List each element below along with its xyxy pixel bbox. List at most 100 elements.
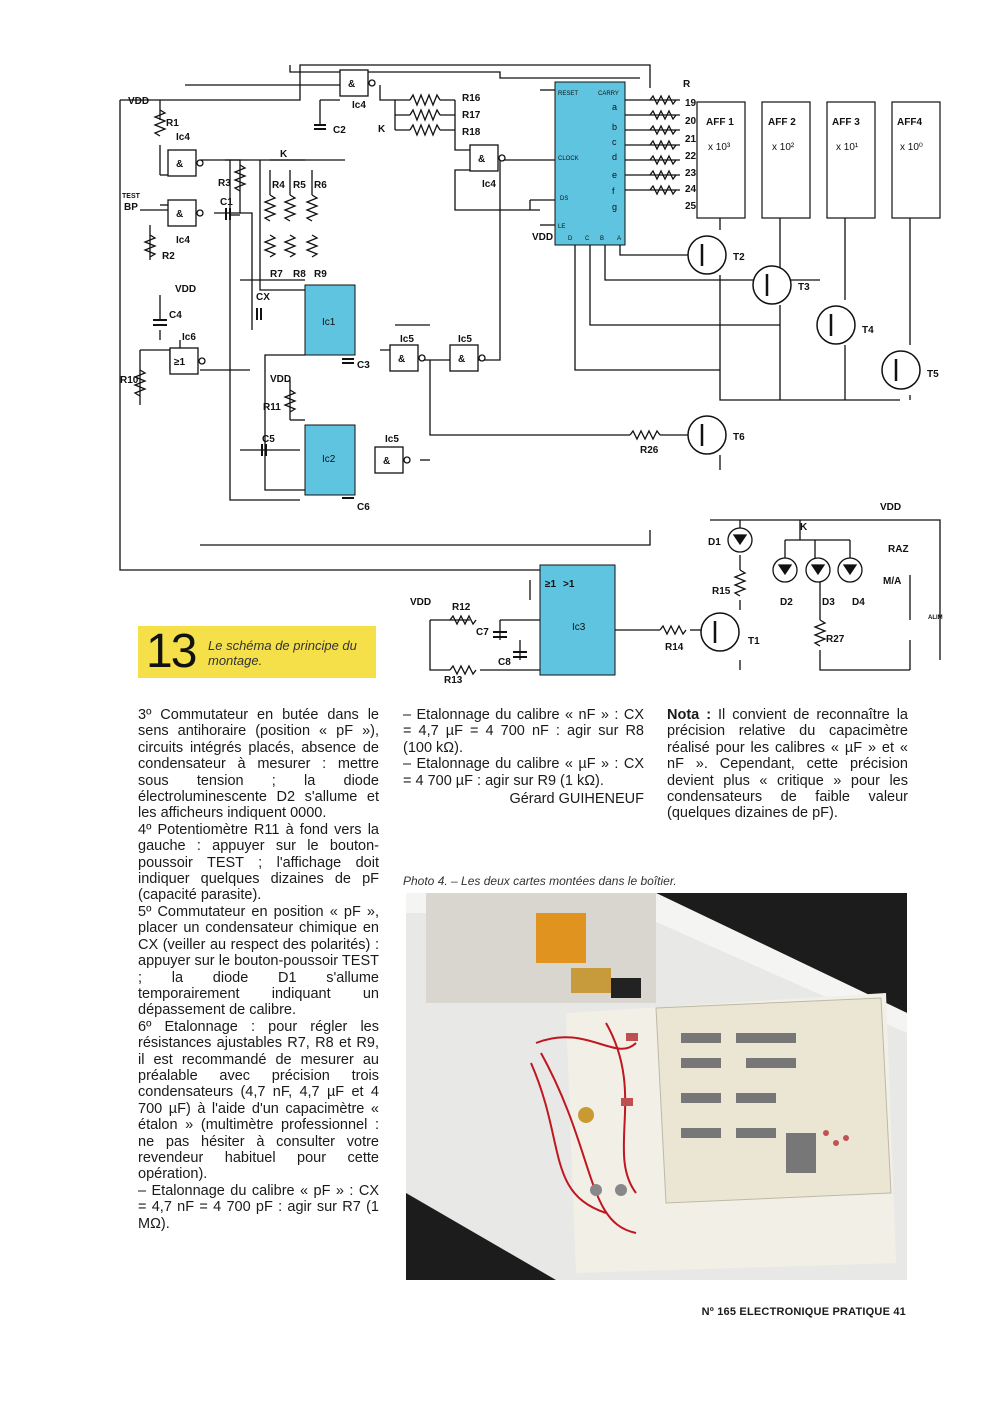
text-column-2: – Etalonnage du calibre « nF » : CX = 4,…	[403, 707, 644, 807]
svg-text:AFF4: AFF4	[897, 117, 922, 128]
svg-text:e: e	[612, 170, 617, 180]
paragraph: – Etalonnage du calibre « nF » : CX = 4,…	[403, 707, 644, 756]
svg-text:Ic3: Ic3	[572, 622, 586, 633]
svg-text:&: &	[383, 456, 390, 467]
svg-text:19: 19	[685, 98, 697, 109]
svg-text:R10: R10	[120, 375, 139, 386]
svg-text:LE: LE	[558, 224, 565, 230]
svg-text:21: 21	[685, 134, 697, 145]
svg-text:D4: D4	[852, 597, 865, 608]
paragraph: 4º Potentiomètre R11 à fond vers la gauc…	[138, 821, 379, 904]
svg-text:D: D	[568, 236, 573, 242]
svg-text:>1: >1	[563, 579, 575, 590]
svg-text:&: &	[458, 354, 465, 365]
svg-text:d: d	[612, 152, 617, 162]
svg-text:b: b	[612, 122, 617, 132]
svg-text:BP: BP	[124, 202, 138, 213]
svg-text:Ic4: Ic4	[352, 100, 366, 111]
svg-text:f: f	[612, 186, 615, 196]
text-column-3: Nota : Il convient de reconnaître la pré…	[667, 707, 908, 822]
svg-text:R7: R7	[270, 269, 283, 280]
svg-text:R17: R17	[462, 110, 481, 121]
svg-text:≥1: ≥1	[174, 357, 185, 368]
svg-text:VDD: VDD	[175, 284, 196, 295]
paragraph: 3º Commutateur en butée dans le sens ant…	[138, 707, 379, 822]
svg-text:x 10³: x 10³	[708, 142, 731, 153]
nota-label: Nota :	[667, 707, 712, 723]
svg-text:T6: T6	[733, 432, 745, 443]
svg-text:A: A	[617, 236, 621, 242]
nota-text: Il convient de reconnaître la précision …	[667, 707, 908, 822]
svg-text:D2: D2	[780, 597, 793, 608]
svg-text:Ic5: Ic5	[458, 334, 472, 345]
svg-text:CX: CX	[256, 292, 270, 303]
svg-text:K: K	[800, 522, 808, 533]
svg-text:VDD: VDD	[128, 96, 149, 107]
photo-boards-in-case	[406, 893, 907, 1280]
svg-text:DS: DS	[560, 196, 568, 202]
svg-text:CLOCK: CLOCK	[558, 156, 579, 162]
svg-text:AFF 2: AFF 2	[768, 117, 796, 128]
svg-text:C: C	[585, 236, 590, 242]
svg-text:&: &	[176, 209, 183, 220]
paragraph: 5º Commutateur en position « pF », place…	[138, 903, 379, 1019]
svg-text:R26: R26	[640, 445, 659, 456]
paragraph: 6º Etalonnage : pour régler les résistan…	[138, 1018, 379, 1183]
svg-text:R16: R16	[462, 93, 481, 104]
svg-text:Ic6: Ic6	[182, 332, 196, 343]
svg-text:C2: C2	[333, 125, 346, 136]
svg-text:R3: R3	[218, 178, 231, 189]
svg-text:&: &	[176, 159, 183, 170]
svg-text:20: 20	[685, 116, 697, 127]
svg-text:Ic2: Ic2	[322, 454, 336, 465]
figure-caption-box: 13 Le schéma de principe du montage.	[138, 626, 376, 678]
svg-text:VDD: VDD	[532, 232, 553, 243]
svg-text:R9: R9	[314, 269, 327, 280]
svg-text:D3: D3	[822, 597, 835, 608]
figure-number: 13	[146, 625, 197, 678]
svg-text:Ic4: Ic4	[176, 235, 190, 246]
svg-text:R27: R27	[826, 634, 845, 645]
svg-text:K: K	[378, 124, 386, 135]
svg-text:T3: T3	[798, 282, 810, 293]
svg-text:R6: R6	[314, 180, 327, 191]
photo-illustration	[406, 893, 907, 1280]
svg-text:C5: C5	[262, 434, 275, 445]
svg-text:24: 24	[685, 184, 697, 195]
svg-text:B: B	[600, 236, 604, 242]
svg-text:RESET: RESET	[558, 91, 578, 97]
figure-caption: Le schéma de principe du montage.	[208, 638, 357, 668]
svg-text:ALIM: ALIM	[928, 615, 943, 621]
text-column-1: 3º Commutateur en butée dans le sens ant…	[138, 707, 379, 1232]
svg-text:≥1: ≥1	[545, 579, 556, 590]
svg-text:C7: C7	[476, 627, 489, 638]
svg-text:R5: R5	[293, 180, 306, 191]
svg-text:Ic5: Ic5	[400, 334, 414, 345]
svg-text:C1: C1	[220, 197, 233, 208]
svg-text:Ic5: Ic5	[385, 434, 399, 445]
svg-text:T1: T1	[748, 636, 760, 647]
svg-text:K: K	[280, 149, 288, 160]
svg-text:CARRY: CARRY	[598, 91, 619, 97]
svg-text:x 10⁰: x 10⁰	[900, 142, 923, 153]
svg-text:R13: R13	[444, 675, 463, 686]
svg-text:R11: R11	[263, 402, 281, 413]
svg-text:&: &	[398, 354, 405, 365]
svg-text:AFF 1: AFF 1	[706, 117, 734, 128]
svg-text:&: &	[478, 154, 485, 165]
svg-text:C8: C8	[498, 657, 511, 668]
svg-text:R8: R8	[293, 269, 306, 280]
svg-text:25: 25	[685, 201, 697, 212]
author-signature: Gérard GUIHENEUF	[509, 791, 644, 808]
svg-text:R15: R15	[712, 586, 731, 597]
page-footer: Nº 165 ELECTRONIQUE PRATIQUE 41	[701, 1306, 906, 1318]
svg-text:R4: R4	[272, 180, 285, 191]
svg-text:D1: D1	[708, 537, 721, 548]
svg-text:VDD: VDD	[270, 374, 291, 385]
svg-text:T4: T4	[862, 325, 874, 336]
svg-text:&: &	[348, 79, 355, 90]
svg-text:R1: R1	[166, 118, 179, 129]
svg-text:T5: T5	[927, 369, 939, 380]
svg-text:R2: R2	[162, 251, 175, 262]
svg-text:R12: R12	[452, 602, 471, 613]
